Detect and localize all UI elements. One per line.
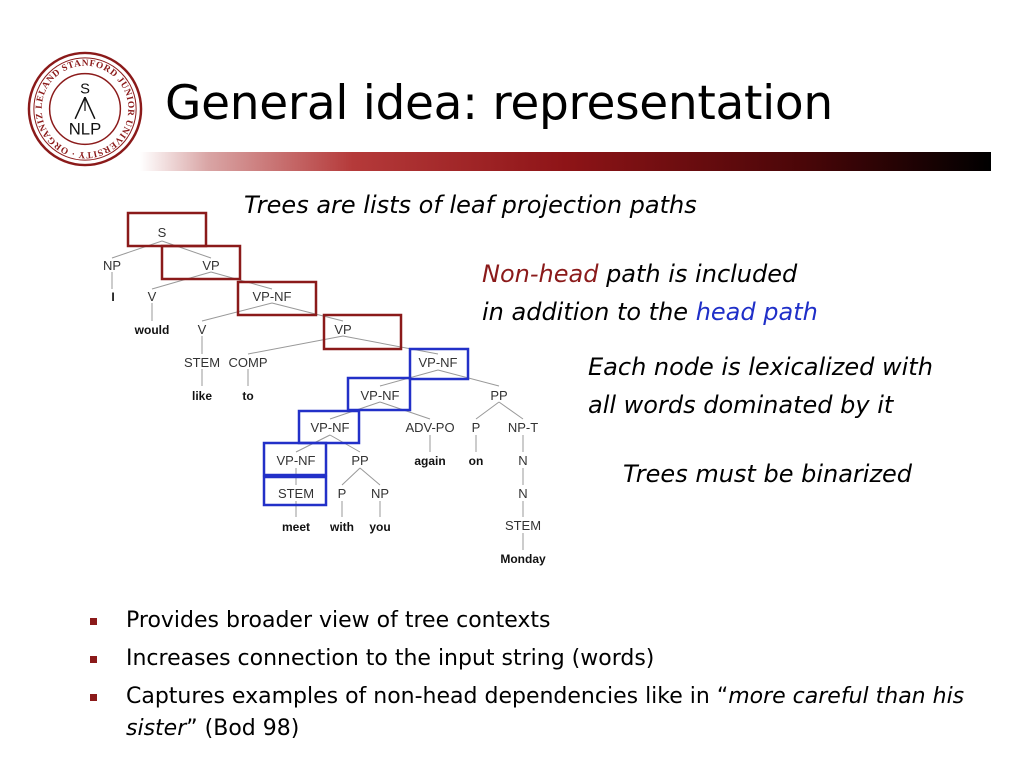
leaf-you: you	[369, 520, 390, 534]
leaf-monday: Monday	[500, 552, 546, 566]
note-lexicalized-line1: Each node is lexicalized with	[588, 353, 933, 381]
leaf-meet: meet	[282, 520, 310, 534]
node-vp-nf: VP-NF	[253, 289, 292, 304]
addition-text: in addition to the	[482, 298, 696, 326]
leaf-on: on	[469, 454, 484, 468]
bullet-text: Provides broader view of tree contexts	[126, 608, 551, 633]
note-nonhead-line2: in addition to the head path	[482, 293, 818, 331]
note-nonhead-line1: Non-head path is included	[482, 255, 797, 293]
logo-bottom-text: NLP	[69, 120, 102, 139]
parse-tree-diagram: S NP VP I V VP-NF would V VP STEM COMP V…	[103, 211, 546, 566]
nonhead-box-vp	[160, 244, 242, 281]
head-box-stem	[262, 475, 328, 507]
bullet-item: Provides broader view of tree contexts	[86, 605, 986, 637]
nonhead-box-vp2	[322, 313, 403, 351]
leaf-would: would	[134, 323, 170, 337]
bullet-marker	[90, 618, 97, 625]
bullet-item: Captures examples of non-head dependenci…	[86, 681, 986, 745]
node-n: N	[518, 486, 527, 501]
node-v: V	[148, 289, 157, 304]
leaf-i: I	[111, 290, 114, 304]
stanford-nlp-logo: LELAND STANFORD JUNIOR UNIVERSITY · ORGA…	[26, 50, 143, 167]
nonhead-box-s	[126, 211, 208, 248]
head-box-vpnf-4	[262, 441, 328, 477]
node-np: NP	[371, 486, 389, 501]
slide-title: General idea: representation	[165, 76, 833, 131]
nonhead-text: Non-head	[482, 260, 599, 288]
bullet-marker	[90, 694, 97, 701]
node-stem: STEM	[505, 518, 541, 533]
node-vp-nf: VP-NF	[419, 355, 458, 370]
bullet-example-text: more careful than his sister	[126, 684, 965, 741]
leaf-to: to	[242, 389, 253, 403]
node-vp: VP	[202, 258, 219, 273]
note-binarized: Trees must be binarized	[623, 460, 913, 488]
bullet-marker	[90, 656, 97, 663]
bullet-list: Provides broader view of tree contexts I…	[86, 605, 986, 751]
bullet-item: Increases connection to the input string…	[86, 643, 986, 675]
node-stem: STEM	[184, 355, 220, 370]
node-stem: STEM	[278, 486, 314, 501]
head-path-text: head path	[695, 298, 818, 326]
node-np: NP	[103, 258, 121, 273]
bullet-citation-text: ” (Bod 98)	[186, 716, 300, 741]
bullet-text: Increases connection to the input string…	[126, 646, 655, 671]
node-vp-nf: VP-NF	[311, 420, 350, 435]
node-p: P	[472, 420, 481, 435]
path-boxes	[126, 211, 470, 507]
note-lexicalized-line2: all words dominated by it	[588, 391, 894, 419]
leaf-again: again	[414, 454, 445, 468]
node-vp-nf: VP-NF	[277, 453, 316, 468]
nonhead-box-vpnf	[236, 280, 318, 317]
leaf-like: like	[192, 389, 212, 403]
node-adv-po: ADV-PO	[405, 420, 454, 435]
node-vp-nf: VP-NF	[361, 388, 400, 403]
title-underline-bar	[140, 152, 991, 171]
nonhead-rest-text: path is included	[598, 260, 798, 288]
node-pp: PP	[351, 453, 368, 468]
logo-top-letter: S	[80, 81, 90, 97]
node-pp: PP	[490, 388, 507, 403]
node-vp: VP	[334, 322, 351, 337]
node-n: N	[518, 453, 527, 468]
node-v: V	[198, 322, 207, 337]
node-s: S	[158, 225, 167, 240]
bullet-text: Captures examples of non-head dependenci…	[126, 684, 729, 709]
head-box-vpnf-3	[297, 409, 361, 445]
leaf-with: with	[329, 520, 354, 534]
node-np-t: NP-T	[508, 420, 538, 435]
node-comp: COMP	[229, 355, 268, 370]
head-box-vpnf-2	[346, 376, 412, 412]
node-p: P	[338, 486, 347, 501]
tree-edges	[111, 240, 524, 550]
head-box-vpnf-1	[408, 347, 470, 381]
note-trees-lists: Trees are lists of leaf projection paths	[244, 191, 697, 219]
